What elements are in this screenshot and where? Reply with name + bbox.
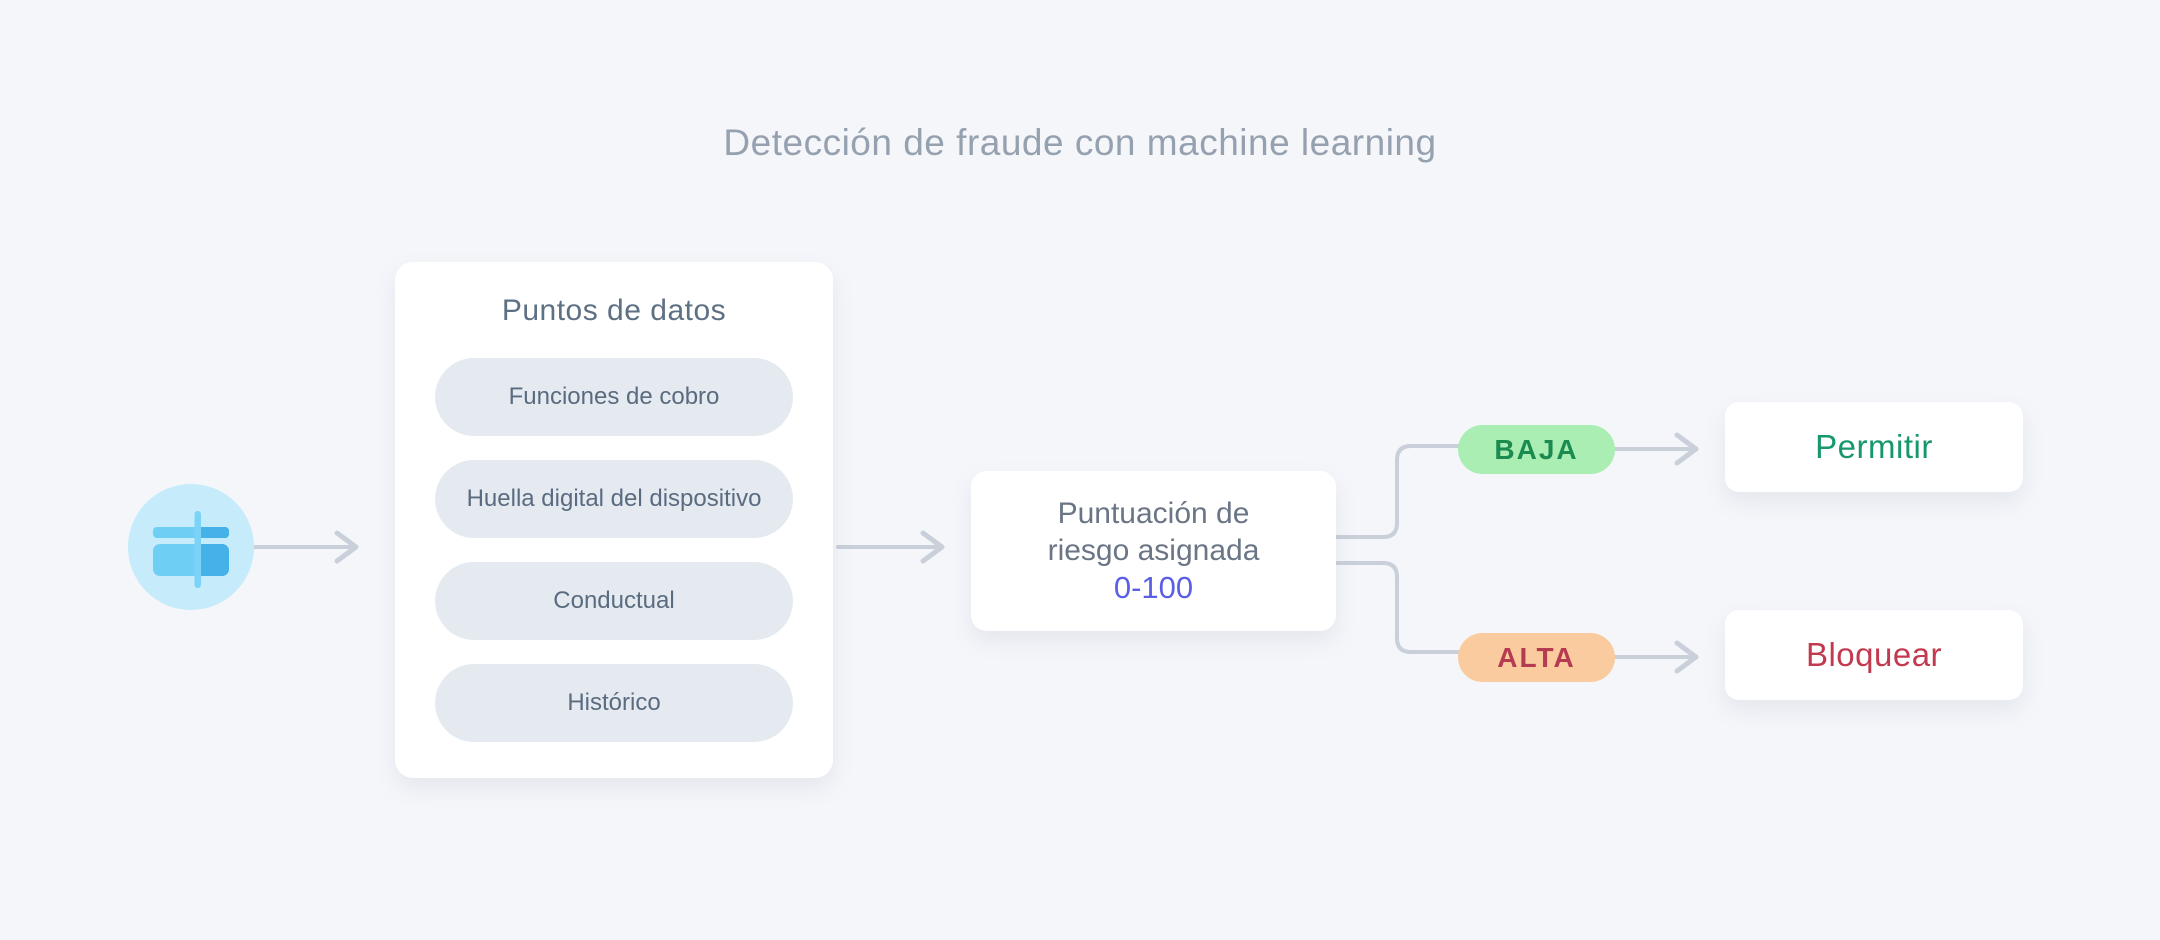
- data-points-title: Puntos de datos: [501, 294, 727, 327]
- data-point-pill: Histórico: [435, 664, 793, 742]
- risk-score-range: 0-100: [1113, 570, 1194, 605]
- arrowhead-icon: [1674, 640, 1699, 674]
- risk-badge-baja: BAJA: [1458, 425, 1615, 474]
- risk-score-label-line1: Puntuación de: [1057, 497, 1250, 530]
- decision-card-permitir: Permitir: [1725, 402, 2023, 492]
- decision-card-bloquear: Bloquear: [1725, 610, 2023, 700]
- risk-badge-alta: ALTA: [1458, 633, 1615, 682]
- data-point-pill: Funciones de cobro: [435, 358, 793, 436]
- connector-score-to-alta: [1334, 561, 1460, 654]
- risk-score-card: Puntuación de riesgo asignada 0-100: [971, 471, 1336, 631]
- page-title: Detección de fraude con machine learning: [723, 122, 1437, 163]
- arrowhead-icon: [334, 530, 359, 564]
- data-points-list: Funciones de cobro Huella digital del di…: [395, 330, 833, 742]
- data-point-pill: Huella digital del dispositivo: [435, 460, 793, 538]
- credit-card-icon: [153, 511, 229, 588]
- arrowhead-icon: [920, 530, 945, 564]
- transaction-input-node: [128, 484, 254, 610]
- connector-score-to-baja: [1334, 444, 1460, 539]
- arrowhead-icon: [1674, 432, 1699, 466]
- risk-score-label-line2: riesgo asignada: [1047, 534, 1260, 567]
- data-point-pill: Conductual: [435, 562, 793, 640]
- data-points-card: Puntos de datos Funciones de cobro Huell…: [395, 262, 833, 778]
